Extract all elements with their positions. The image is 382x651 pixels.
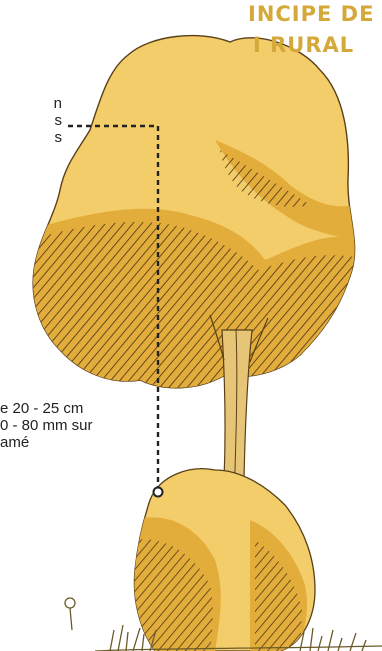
annotation-bottom: e 20 - 25 cm 0 - 80 mm sur amé bbox=[0, 400, 93, 451]
title-line-2: I RURAL bbox=[253, 33, 354, 57]
annotation-top-line-3: s bbox=[0, 129, 62, 146]
annotation-bottom-line-2: 0 - 80 mm sur bbox=[0, 417, 93, 434]
annotation-top: n s s bbox=[0, 95, 62, 146]
canopy bbox=[30, 36, 360, 400]
annotation-bottom-line-3: amé bbox=[0, 434, 93, 451]
annotation-bottom-line-1: e 20 - 25 cm bbox=[0, 400, 93, 417]
title-line-1: INCIPE DE bbox=[248, 2, 374, 26]
annotation-top-line-1: n bbox=[0, 95, 62, 112]
annotation-top-line-2: s bbox=[0, 112, 62, 129]
